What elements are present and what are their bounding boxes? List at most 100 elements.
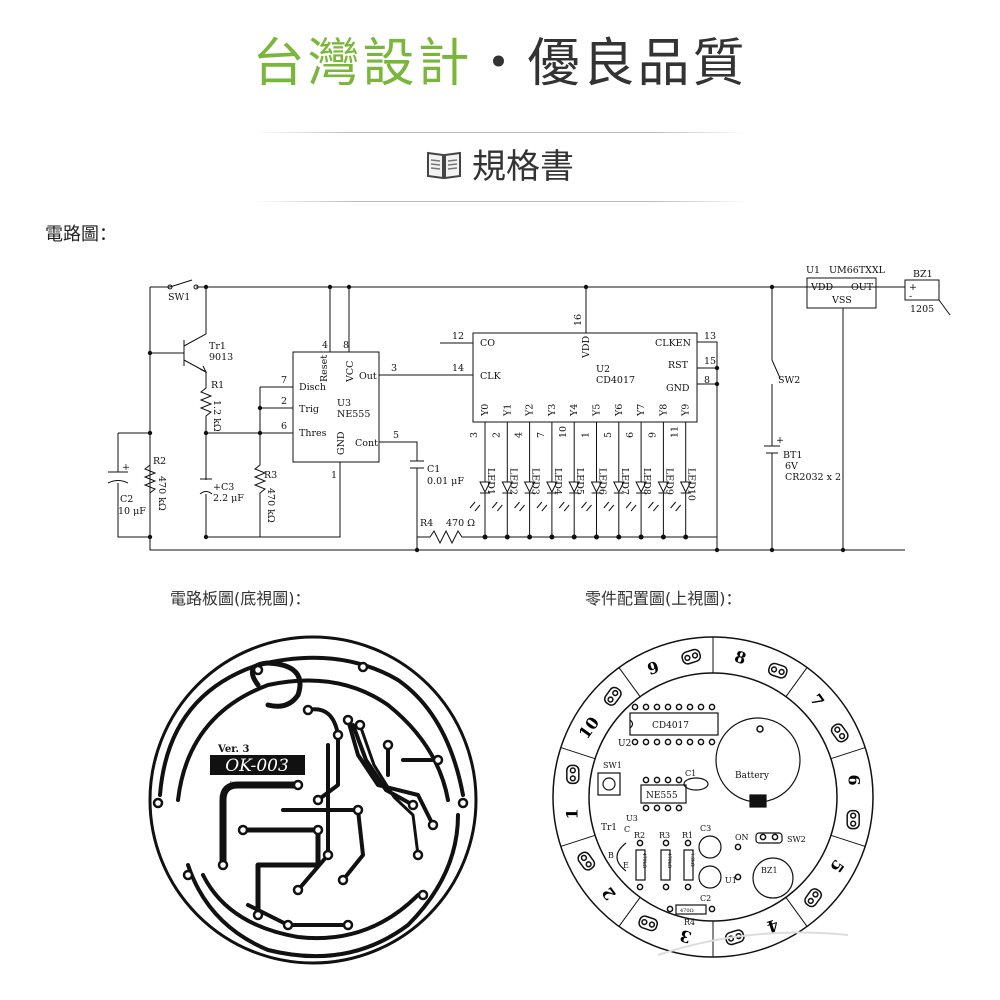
pcb-bottom-view: Ver. 3 OK-003 Designed by Ekighi Lu [148,635,478,965]
u3-out: Out [359,371,377,382]
u3-trig: Trig [299,404,319,415]
bz1-label: BZ1 [913,269,933,280]
u3-vcc: VCC [345,361,356,383]
c1-value: 0.01 μF [427,476,464,487]
led-symbol [536,422,558,537]
c2-value: 10 μF [118,506,146,517]
ring-divider [560,834,596,847]
led-symbol [670,422,692,537]
parts-tr1: Tr1 [601,823,617,833]
parts-u3: U3 [626,814,638,823]
u3-pin6: 6 [281,421,287,432]
parts-r4-value: 470Ω [680,908,694,914]
u1-label: U1 [806,265,820,276]
divider-bottom [255,201,750,202]
bz1-part: 1205 [910,304,934,315]
parts-cd4017: CD4017 [652,721,689,731]
u2-output-pin: 4 [514,432,525,438]
r4-label: R4 [420,518,433,529]
slogan-green: 台灣設計 [252,34,473,94]
led-label: LED4 [552,468,563,495]
u2-output-pin: 2 [491,432,502,438]
led-junction [504,534,510,540]
spec-title-text: 規格書 [472,147,574,187]
c2-label: C2 [120,494,133,505]
r3-label: R3 [264,470,277,481]
ring-led [638,915,659,932]
bt1-plus: + [776,435,784,446]
divider-top [255,132,750,133]
ring-divider [830,747,866,760]
ring-divider [785,667,808,697]
led-label: LED6 [597,468,608,495]
c1-label: C1 [427,464,440,475]
ring-divider [618,897,641,927]
u2-output-label: Y6 [614,404,625,417]
u2-output-pin: 6 [625,432,636,438]
u3-pin7: 7 [281,375,287,386]
pcb-version: Ver. 3 [217,744,250,755]
c3-label: +C3 [213,482,234,493]
u3-reset: Reset [319,355,330,382]
u1-part: UM66TXXL [829,265,886,276]
led-label: LED8 [641,468,652,495]
u2-output-pin: 10 [558,426,569,438]
u2-output-pin: 3 [469,432,480,438]
u3-label: U3 [337,398,351,409]
parts-ne555: NE555 [646,791,678,801]
u2-pin12: 12 [452,331,464,342]
slogan-separator: ・ [472,34,528,94]
u1-vdd: VDD [810,282,833,293]
r2-value: 470 kΩ [156,476,167,511]
u2-output-label: Y9 [681,404,692,417]
parts-bz1: BZ1 [761,866,778,875]
u2-label: U2 [596,364,610,375]
led-symbol [581,422,603,537]
led-junction [482,534,488,540]
led-junction [571,534,577,540]
u3-pin2: 2 [281,396,287,407]
parts-caption: 零件配置圖(上視圖)： [585,589,742,608]
u2-output-label: Y0 [480,404,491,417]
led-label: LED3 [530,468,541,495]
u2-part: CD4017 [596,375,635,386]
ring-number: 8 [732,647,748,669]
led-label: LED1 [485,468,496,495]
u2-output-label: Y2 [525,404,536,417]
u3-thres: Thres [299,428,327,439]
parts-tr1-b: B [608,851,614,860]
led-symbol [469,422,491,537]
u2-pin13: 13 [704,331,716,342]
parts-tr1-e: E [623,861,629,870]
led-symbol [514,422,536,537]
led-junction [527,534,533,540]
u2-output-pin: 11 [670,426,681,438]
u2-clk: CLK [480,371,502,382]
u2-co: CO [480,338,495,349]
bt1-voltage: 6V [785,461,798,472]
u3-disch: Disch [299,382,326,393]
u2-output-pin: 7 [536,432,547,438]
led-symbol [558,422,581,537]
schematic-diagram: SW1 Tr1 9013 R1 1.2 kΩ R2 470 kΩ + C2 10… [107,265,951,553]
pcb-caption: 電路板圖(底視圖)： [170,589,311,608]
led-junction [660,534,666,540]
parts-battery: Battery [735,771,770,781]
u2-output-pin: 9 [647,432,658,438]
parts-r1-value: 1.2kΩ [689,853,695,867]
circuit-label: 電路圖： [45,224,117,245]
c2-plus: + [122,462,130,473]
c3-value: 2.2 μF [213,493,244,504]
u2-output-label: Y1 [502,404,513,417]
pcb-logo: Ver. 3 OK-003 Designed by Ekighi Lu [210,744,305,787]
led-junction [616,534,622,540]
u3-part: NE555 [337,409,370,420]
u2-output-label: Y5 [592,404,603,417]
parts-r1: R1 [682,831,693,840]
u3-pin1: 1 [331,470,337,481]
led-label: LED9 [663,468,674,495]
r1-label: R1 [211,380,224,391]
pcb-designer: Designed by Ekighi Lu [229,781,287,787]
parts-c3: C3 [700,824,711,833]
led-junction [683,534,689,540]
